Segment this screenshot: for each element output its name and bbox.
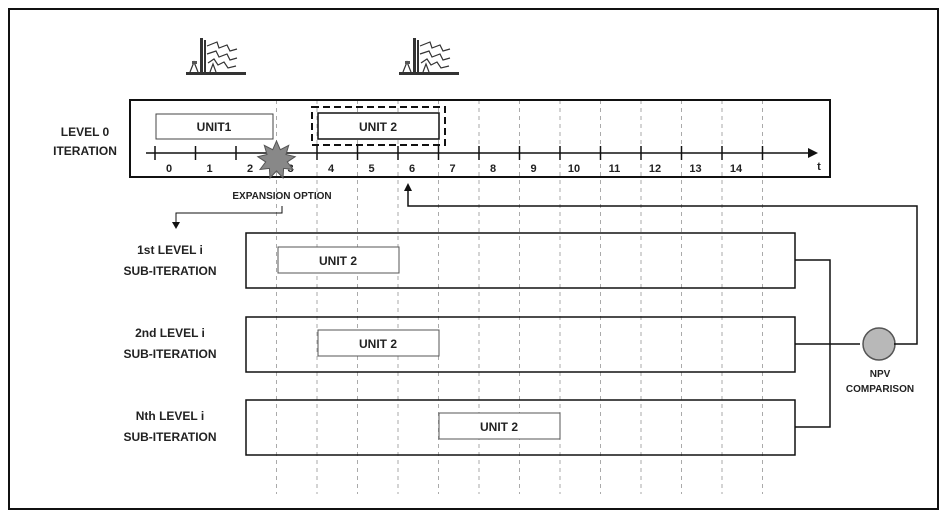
- axis-tick-label: 1: [206, 163, 212, 175]
- power-plant-icon: [186, 38, 246, 75]
- sub-iteration-n-unit-label: UNIT 2: [480, 420, 518, 434]
- axis-end-label: t: [817, 161, 821, 173]
- sub-iteration-1-unit-label: UNIT 2: [319, 254, 357, 268]
- level0-label-line2: ITERATION: [53, 144, 117, 158]
- axis-tick-label: 14: [730, 163, 743, 175]
- expansion-branch-line: [176, 206, 282, 224]
- axis-tick-label: 10: [568, 163, 580, 175]
- sub-iteration-2-unit-label: UNIT 2: [359, 337, 397, 351]
- level0-label-line1: LEVEL 0: [61, 125, 110, 139]
- axis-tick-label: 4: [328, 163, 335, 175]
- sub-iteration-1-label-line1: 1st LEVEL i: [137, 243, 203, 257]
- axis-ticks: 01234567891011121314: [155, 146, 763, 175]
- npv-label-line2: COMPARISON: [846, 384, 914, 395]
- sub-iteration-n-label-line2: SUB-ITERATION: [123, 430, 216, 444]
- axis-tick-label: 9: [530, 163, 536, 175]
- sub-iteration-2-label-line1: 2nd LEVEL i: [135, 326, 205, 340]
- axis-tick-label: 7: [449, 163, 455, 175]
- expansion-branch-arrowhead: [172, 222, 180, 229]
- npv-feedback-arrowhead: [404, 183, 412, 191]
- sub-iteration-2-label-line2: SUB-ITERATION: [123, 347, 216, 361]
- sub-iteration-1-label-line2: SUB-ITERATION: [123, 264, 216, 278]
- axis-tick-label: 11: [609, 163, 621, 175]
- axis-tick-label: 2: [247, 163, 253, 175]
- npv-label-line1: NPV: [870, 369, 891, 380]
- unit2-label: UNIT 2: [359, 120, 397, 134]
- axis-tick-label: 12: [649, 163, 661, 175]
- expansion-option-label: EXPANSION OPTION: [232, 191, 331, 202]
- axis-tick-label: 8: [490, 163, 496, 175]
- axis-tick-label: 5: [368, 163, 374, 175]
- axis-tick-label: 13: [689, 163, 701, 175]
- sub-iteration-n-label-line1: Nth LEVEL i: [136, 409, 204, 423]
- time-axis-arrow: [808, 148, 818, 158]
- power-plant-icon: [399, 38, 459, 75]
- npv-comparison-node: [863, 328, 895, 360]
- unit1-label: UNIT1: [197, 120, 232, 134]
- axis-tick-label: 6: [409, 163, 415, 175]
- npv-bracket: [795, 260, 860, 427]
- axis-tick-label: 0: [166, 163, 172, 175]
- npv-feedback-line: [408, 190, 917, 344]
